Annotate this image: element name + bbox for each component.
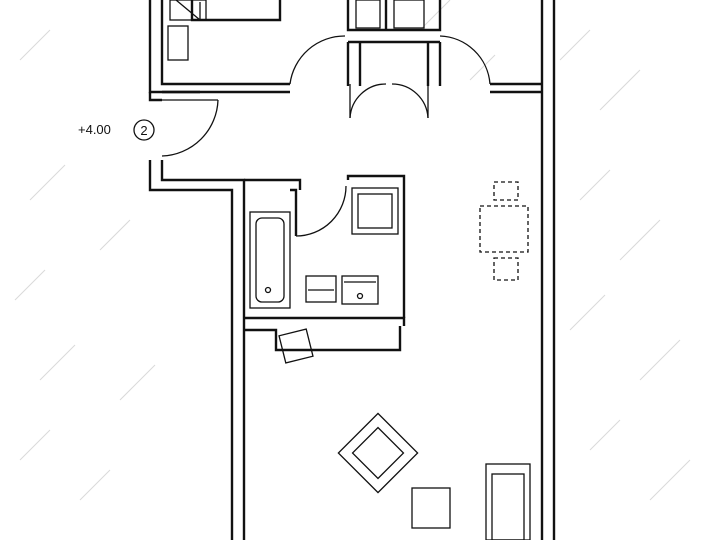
door-swings: [161, 35, 491, 237]
level-label: +4.00: [78, 122, 111, 137]
unit-number: 2: [140, 123, 147, 138]
fixtures: [167, 0, 531, 540]
exterior-walls: [148, 0, 556, 540]
dining-table-dashed: [479, 181, 529, 281]
bathroom-walls: [244, 174, 406, 352]
unit-circle-icon: [133, 119, 155, 141]
level-marker: +4.00 2: [78, 119, 155, 141]
background-hatching: [14, 0, 691, 501]
